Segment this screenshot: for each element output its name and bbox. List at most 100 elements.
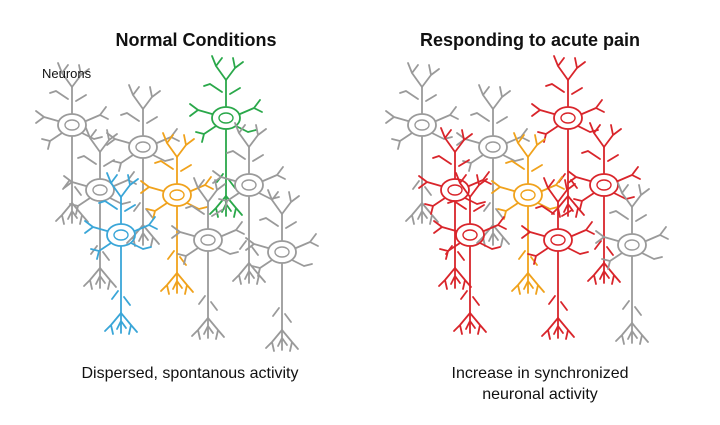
neuron-process (405, 202, 423, 225)
neuron-process (234, 122, 250, 148)
neuron-nucleus (113, 229, 129, 241)
neuron-process (239, 99, 263, 115)
neuron-process (571, 87, 583, 95)
neuron-process (603, 262, 621, 285)
neuron-nucleus (596, 179, 612, 191)
neuron-process (385, 110, 409, 124)
neuron-process (567, 195, 585, 218)
neuron-process (548, 295, 568, 311)
neuron-process (176, 134, 195, 158)
neuron-process (450, 267, 461, 289)
neuron-process (185, 205, 205, 215)
neuron-soma (211, 106, 241, 130)
neuron-process (172, 272, 183, 294)
neuron-process (207, 179, 226, 203)
neuron-nucleus (135, 141, 151, 153)
neuron-process (90, 242, 112, 260)
neuron-process (523, 272, 534, 294)
neuron-process (109, 197, 131, 205)
neuron (531, 55, 605, 218)
neuron-process (424, 197, 446, 215)
neuron-process (267, 189, 283, 215)
neuron-process (281, 191, 300, 215)
neuron-nucleus (64, 119, 80, 131)
neuron-process (557, 317, 575, 340)
neuron-process (469, 174, 488, 198)
neuron-process (421, 64, 440, 88)
neuron-process (277, 329, 288, 351)
neuron-process (543, 177, 559, 203)
panel-normal-conditions: Normal Conditions Neurons Dispersed, spo… (35, 30, 319, 382)
neuron-process (112, 154, 134, 172)
neuron-process (104, 312, 122, 335)
neuron-process (391, 132, 413, 150)
neuron-process (527, 134, 546, 158)
neuron-soma (162, 183, 192, 207)
neuron-process (251, 259, 273, 277)
neuron-process (537, 125, 559, 143)
neuron-process (615, 322, 633, 345)
neuron-process (49, 90, 69, 100)
neuron-process (262, 166, 286, 182)
neuron-process (473, 204, 485, 212)
neuron-process (521, 225, 545, 239)
neuron-soma (234, 173, 264, 197)
neuron-process (203, 317, 214, 339)
neuron-process (599, 262, 610, 284)
neuron-process (581, 150, 601, 160)
neuron-process (567, 57, 586, 81)
neuron-process (189, 103, 213, 117)
neuron-soma (57, 113, 87, 137)
neuron-process (128, 84, 144, 110)
neuron-process (594, 240, 614, 256)
neuron-process (631, 322, 649, 345)
neuron-process (553, 55, 569, 81)
neuron-process (63, 175, 87, 189)
panel-caption: Dispersed, spontanous activity (81, 365, 299, 382)
neuron-process (239, 240, 259, 256)
caption-line: Increase in synchronized (451, 365, 629, 382)
neuron-process (265, 329, 283, 352)
neuron-soma (407, 113, 437, 137)
neuron-nucleus (241, 179, 257, 191)
neuron-soma (85, 178, 115, 202)
neuron-process (531, 103, 555, 117)
neuron-process (198, 295, 218, 311)
neuron-process (259, 217, 279, 227)
neuron-soma (106, 223, 136, 247)
neuron-nucleus (462, 229, 478, 241)
neuron-process (203, 83, 223, 93)
neuron-process (641, 252, 663, 260)
neuron (567, 122, 641, 285)
neuron-process (218, 192, 240, 210)
neuron-process (469, 312, 487, 335)
neuron-process (613, 192, 635, 200)
neuron-process (140, 180, 164, 194)
neuron-nucleus (520, 189, 536, 201)
neuron-process (435, 106, 459, 122)
neuron-process (221, 221, 245, 237)
neuron-process (146, 116, 158, 124)
neuron-process (453, 312, 471, 335)
neuron-process (211, 55, 227, 81)
neuron-process (291, 259, 313, 267)
neuron-process (209, 195, 227, 218)
neuron-process (75, 94, 87, 102)
neuron-process (622, 300, 642, 316)
neuron-process (106, 172, 122, 198)
neuron-process (483, 202, 503, 218)
neuron-nucleus (560, 112, 576, 124)
neuron-process (567, 247, 589, 255)
neuron-process (587, 262, 605, 285)
neuron-process (438, 267, 456, 290)
neuron-soma (589, 173, 619, 197)
neuron-process (635, 214, 647, 222)
neuron-process (418, 175, 442, 189)
neuron-process (71, 64, 90, 88)
neuron (456, 84, 530, 247)
neuron-process (454, 129, 473, 153)
neuron-process (617, 166, 641, 182)
neuron-process (207, 317, 225, 340)
neuron-process (191, 317, 209, 340)
neuron-process (607, 154, 619, 162)
